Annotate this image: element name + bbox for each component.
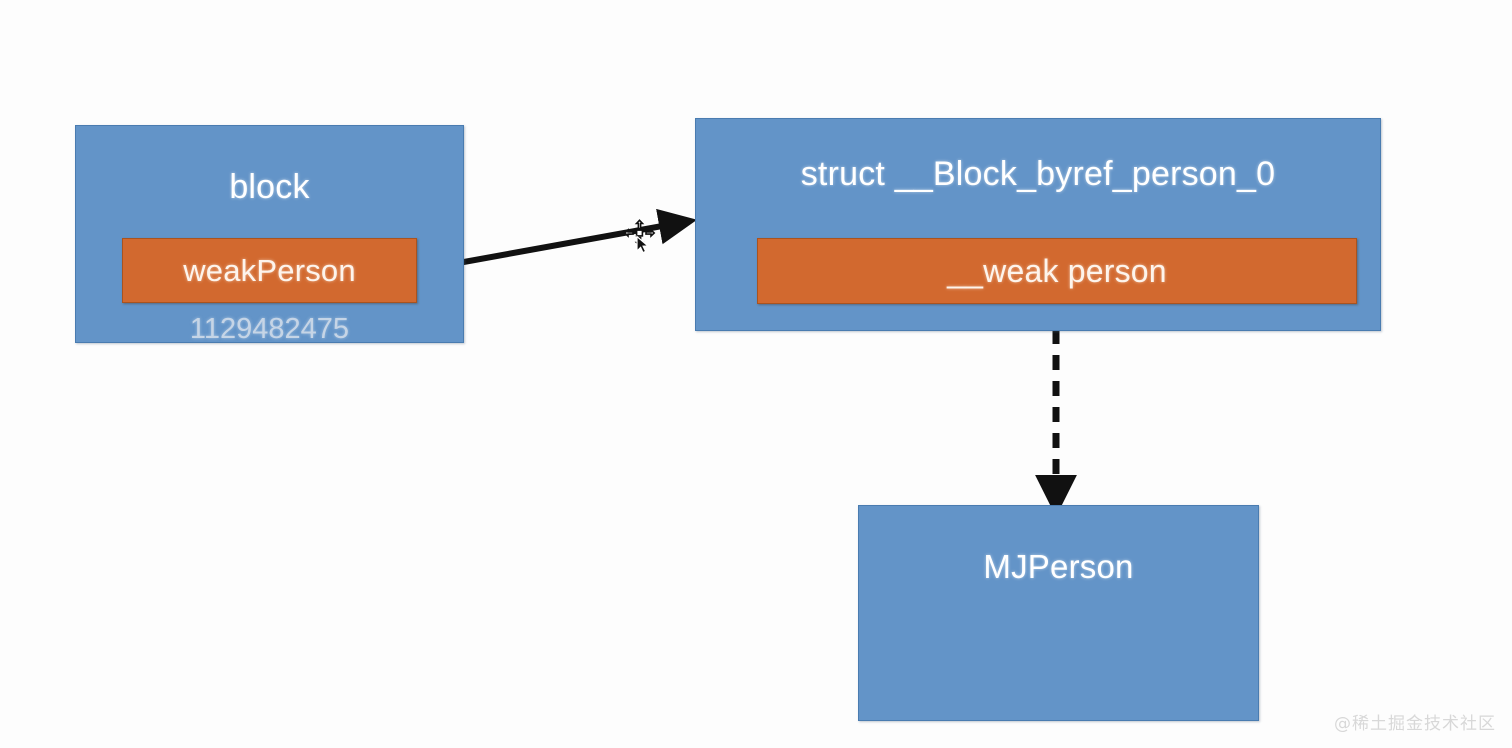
node-block-address: 1129482475 <box>189 313 350 345</box>
field-weak-person[interactable]: weakPerson <box>122 238 417 303</box>
field-weak-person-label: weakPerson <box>183 252 356 288</box>
node-byref-struct-title: struct __Block_byref_person_0 <box>800 155 1276 193</box>
watermark-text: @稀土掘金技术社区 <box>1334 714 1496 734</box>
node-mjperson[interactable]: MJPerson <box>858 505 1259 721</box>
node-block[interactable]: block weakPerson 1129482475 <box>75 125 464 345</box>
node-block-title: block <box>229 168 310 206</box>
field-weak-person-member-label: __weak person <box>947 252 1167 289</box>
node-mjperson-title: MJPerson <box>983 548 1134 585</box>
field-weak-person-member[interactable]: __weak person <box>757 238 1357 304</box>
node-byref-struct[interactable]: struct __Block_byref_person_0 __weak per… <box>695 118 1381 331</box>
move-cursor-icon <box>623 219 656 254</box>
